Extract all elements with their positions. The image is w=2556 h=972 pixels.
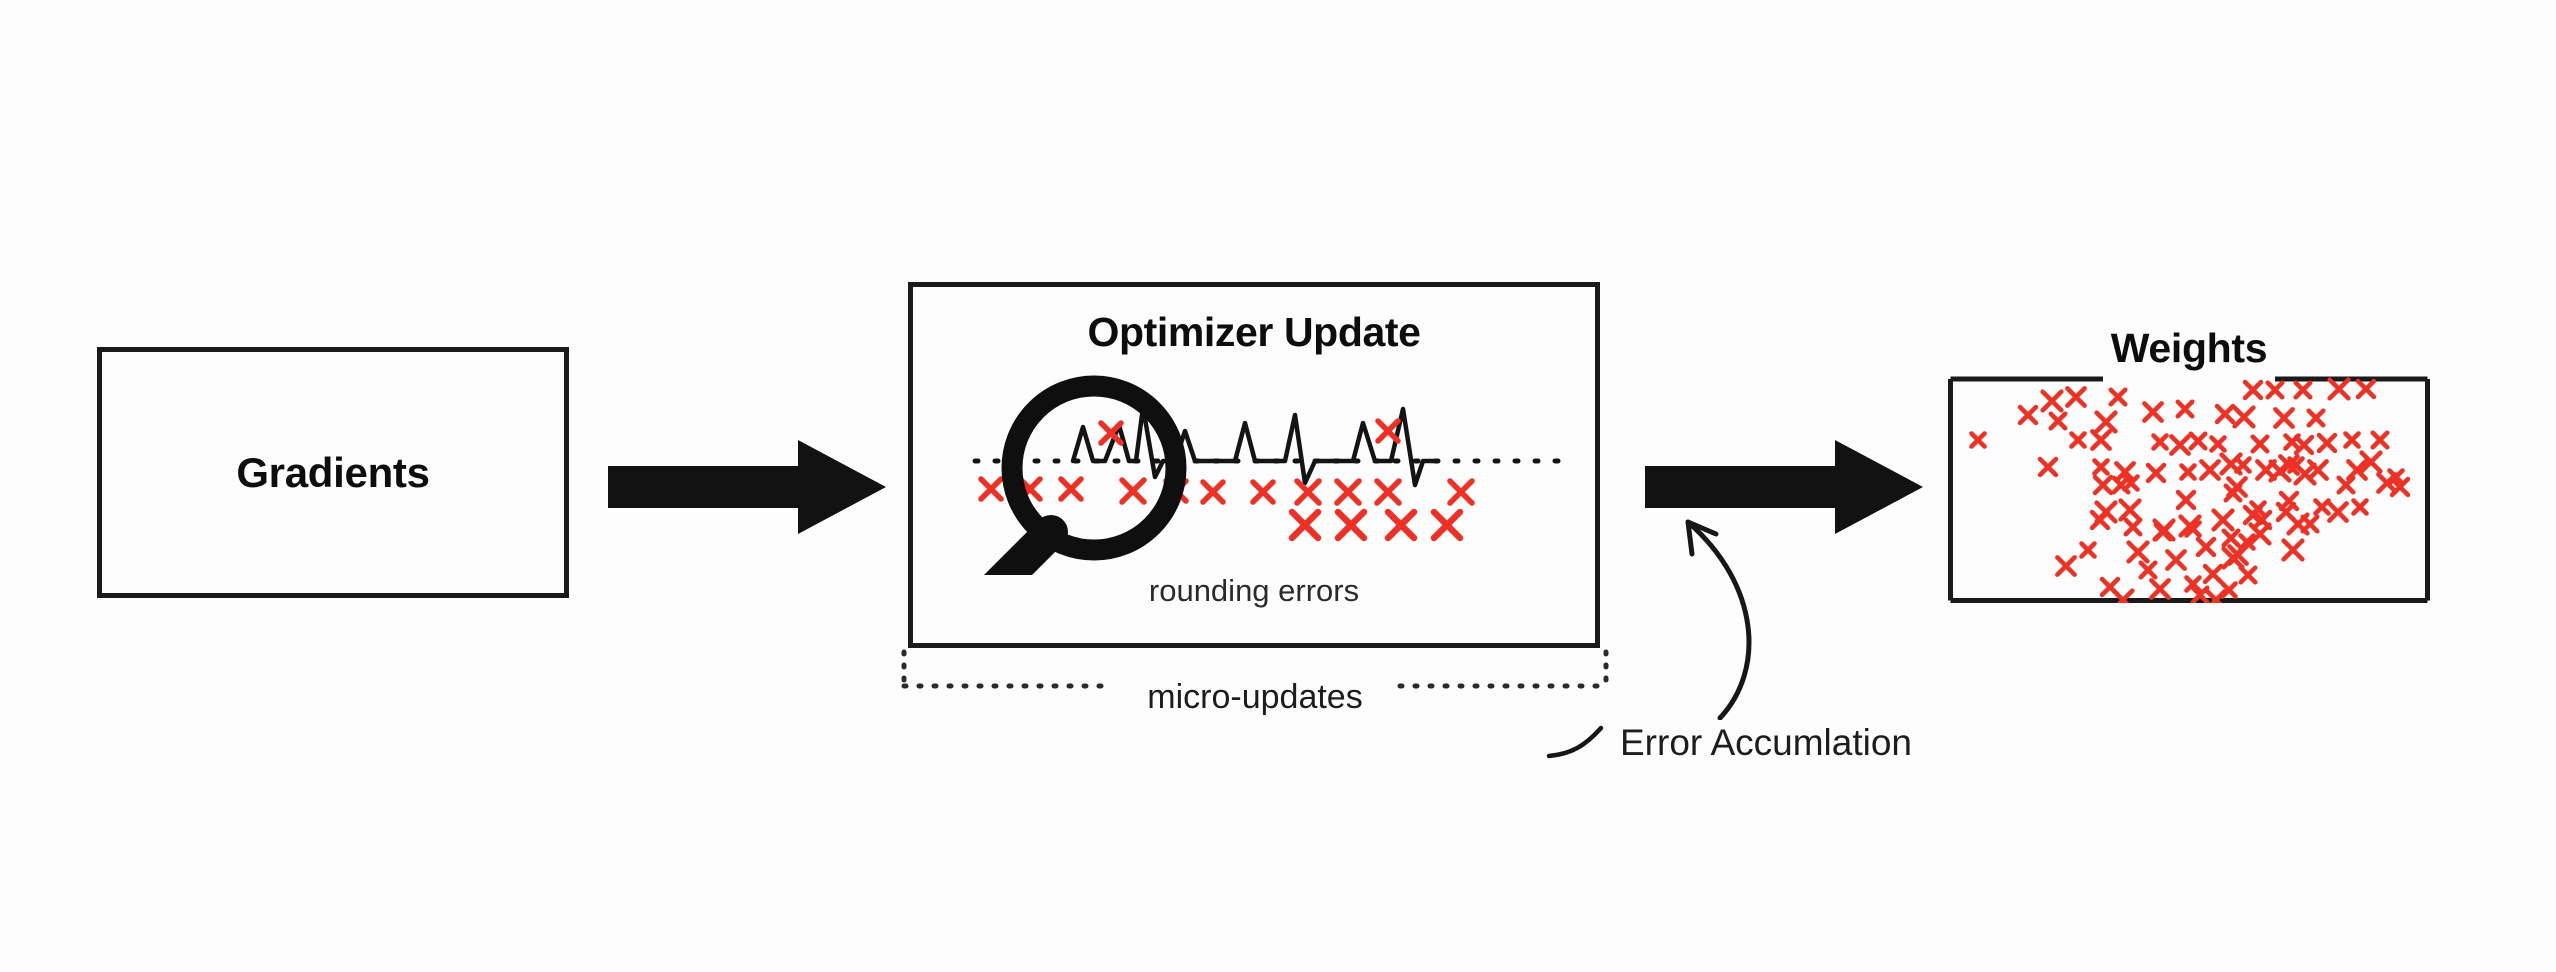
waveform-path [1070,404,1438,488]
optimizer-update-title: Optimizer Update [1087,309,1421,355]
weight-marker [2242,504,2264,526]
weight-marker [2122,474,2140,492]
weight-marker [2169,434,2191,456]
weight-marker [2327,501,2349,523]
red-x-markers-row1 [978,476,1475,506]
gradients-to-optimizer-arrow [608,440,886,534]
weight-marker [2351,498,2369,516]
weight-marker [2089,509,2111,531]
weight-marker [2250,434,2270,454]
weights-group: Weights [1948,325,2430,603]
weight-marker [2195,536,2217,558]
optimizer-update-box: Optimizer Update [908,282,1600,648]
weight-marker [2248,522,2272,546]
weight-marker [2234,456,2252,474]
weight-marker [2175,489,2197,511]
weight-marker [2090,429,2112,451]
weight-marker [2037,456,2059,478]
weight-marker [2278,454,2300,476]
weight-marker [2214,403,2236,425]
error-accumulation-label: Error Accumlation [1620,722,1912,763]
weights-box-frame [1948,376,2430,603]
weight-marker [2179,463,2197,481]
weight-marker [2316,432,2338,454]
weight-marker [2175,399,2195,419]
weight-marker [2355,378,2377,400]
weight-marker [2111,588,2135,603]
weight-marker [2265,380,2285,400]
weight-marker [2188,431,2208,451]
gradients-box: Gradients [97,347,569,598]
weight-marker [2153,522,2173,542]
optimizer-to-weights-arrow [1645,440,1923,534]
weight-marker [2389,476,2411,498]
weight-marker [2242,379,2264,401]
weight-marker [2307,459,2329,481]
weight-marker [2343,431,2361,449]
weight-marker [2313,498,2331,516]
weight-marker [2293,434,2315,456]
weight-marker [2165,549,2187,571]
weight-marker [2149,578,2171,600]
weight-marker [2092,474,2114,496]
weight-marker [2094,410,2118,434]
weight-marker [2273,407,2295,429]
weights-title: Weights [2110,325,2268,371]
weight-marker [2079,541,2097,559]
red-x-markers-above [1098,418,1401,446]
weight-marker [2069,431,2087,449]
weight-marker [2123,517,2143,537]
weight-marker [2040,389,2064,413]
weight-marker [2359,450,2383,474]
weight-marker [2184,575,2202,593]
weight-marker [2211,508,2235,532]
weight-marker [2300,514,2320,534]
weight-marker [2126,540,2150,564]
weight-marker [2281,538,2305,562]
weight-marker [2017,404,2039,426]
weight-marker [2221,546,2245,570]
weight-marker [2199,459,2221,481]
weight-marker [2184,520,2202,538]
rounding-errors-caption: rounding errors [1148,573,1360,608]
weight-marker [2238,533,2256,551]
weight-marker [2142,401,2164,423]
weights-scatter-plot [1969,377,2411,603]
weight-marker [2209,435,2227,453]
weight-marker [2065,386,2087,408]
weight-marker [2346,459,2368,481]
weight-marker [2048,411,2068,431]
weight-marker [2108,387,2128,407]
weight-marker [2275,501,2297,523]
gradients-label: Gradients [236,448,430,496]
weight-marker [2138,560,2158,580]
weight-marker [2220,581,2238,599]
weight-marker [2306,408,2326,428]
weight-marker [2232,405,2256,429]
weight-marker [2293,462,2317,486]
weight-marker [2145,462,2167,484]
weight-marker [2327,377,2351,401]
weight-marker [1969,431,1987,449]
weight-marker [2151,433,2169,451]
micro-updates-label: micro-updates [1147,678,1363,716]
weight-marker [2118,498,2142,522]
weight-marker [2238,565,2258,585]
weight-marker [2190,585,2210,603]
rounding-errors-graphic [972,375,1566,575]
micro-updates-bracket: micro-updates [900,648,1610,722]
weight-marker [2202,563,2224,585]
red-x-markers-row2 [1288,508,1464,542]
error-accumulation-leader-tick [1546,725,1604,759]
weight-marker [2114,461,2136,483]
magnifying-glass-icon [983,375,1187,575]
weight-marker [2293,380,2313,400]
weight-marker [2055,555,2077,577]
weight-marker [2226,476,2248,498]
weight-marker [2221,528,2241,548]
error-accumulation-curved-arrow [1685,519,1752,720]
weight-marker [2336,475,2356,495]
weight-marker [2370,430,2390,450]
weight-marker [2092,458,2110,476]
